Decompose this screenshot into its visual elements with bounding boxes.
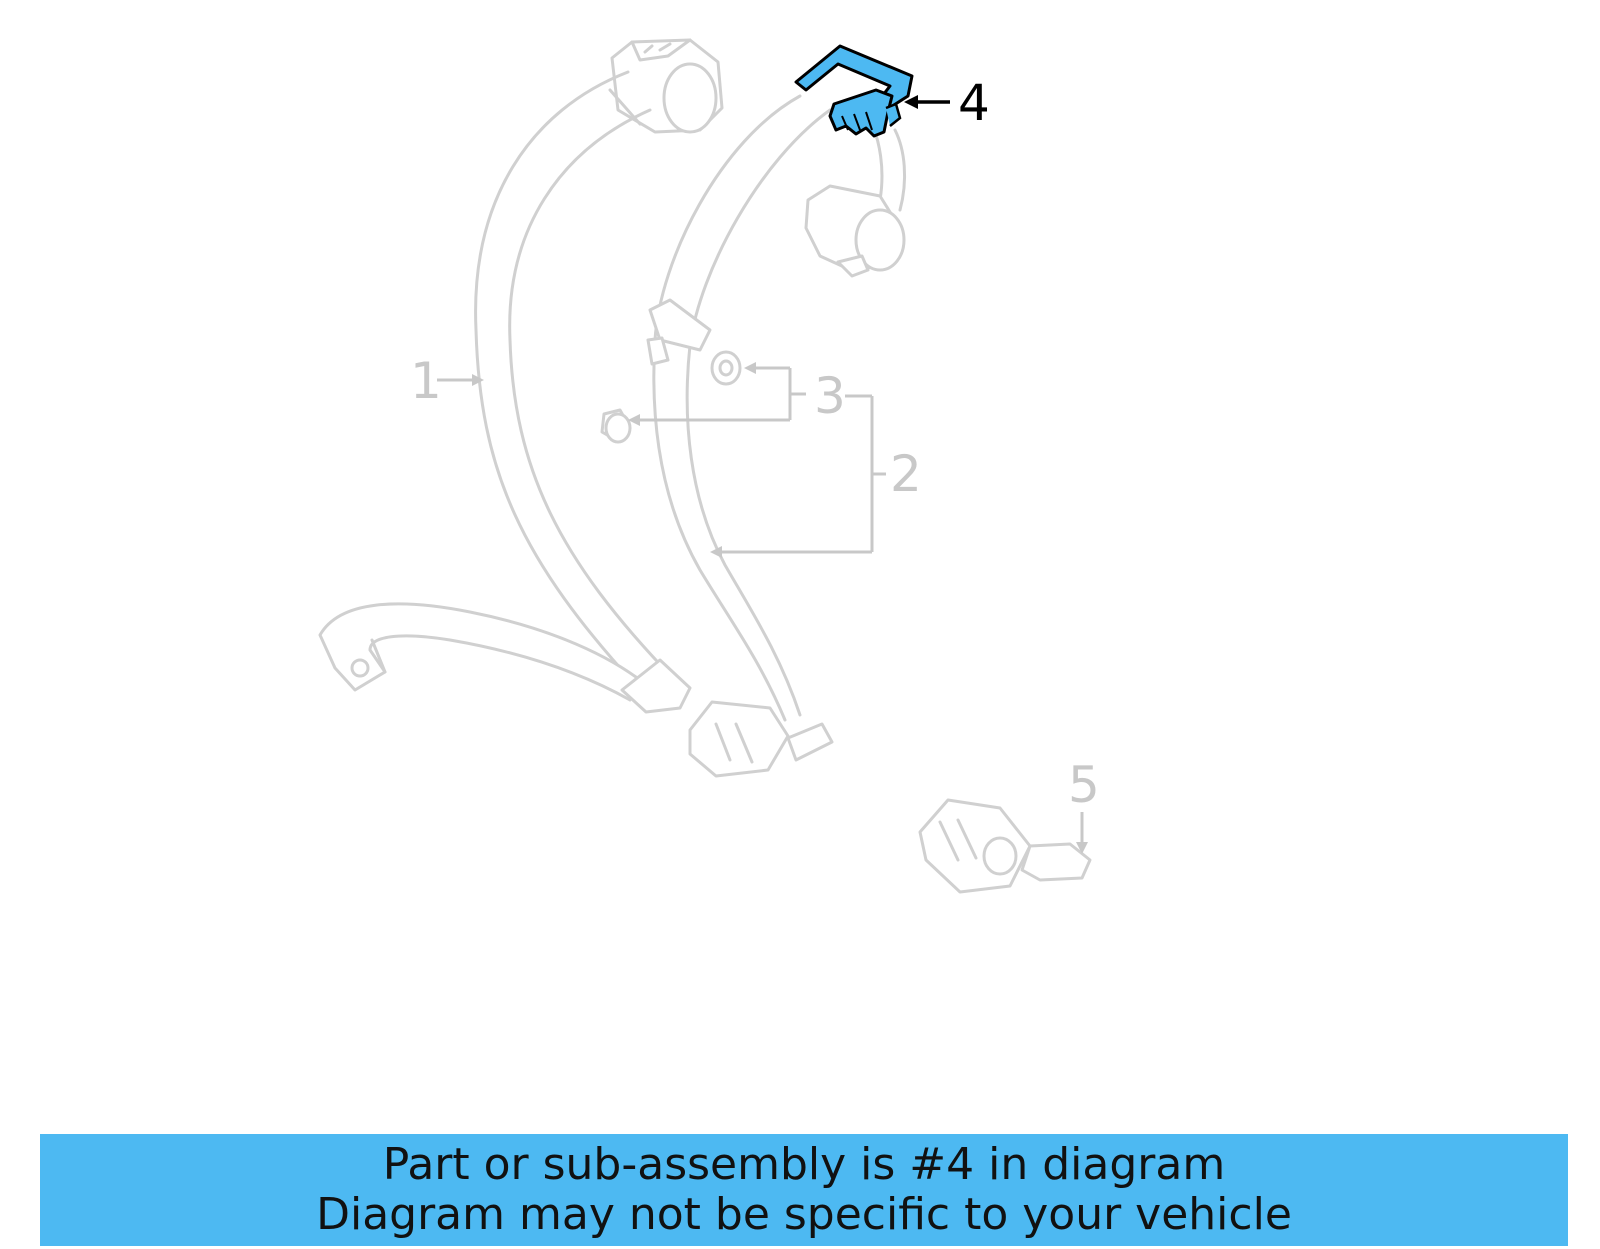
- part-2-seat-belt: [646, 94, 907, 778]
- part-4-guide-clip: [794, 44, 914, 138]
- callout-4: 4: [958, 74, 990, 132]
- part-5-buckle: [918, 798, 1092, 894]
- part-3-fasteners: [600, 350, 742, 444]
- banner-line-part: Part or sub-assembly is #4 in diagram: [382, 1139, 1226, 1190]
- arrow-head-4: [904, 95, 918, 109]
- leader-lines: [437, 95, 1088, 854]
- arrow-head-5: [1076, 842, 1088, 854]
- arrow-head-3b: [628, 414, 640, 426]
- info-banner: Part or sub-assembly is #4 in diagram Di…: [40, 1134, 1568, 1246]
- arrow-head-1: [472, 374, 484, 386]
- callout-1: 1: [410, 352, 442, 410]
- callout-2: 2: [890, 445, 922, 503]
- callout-5: 5: [1068, 756, 1100, 814]
- arrow-head-3a: [744, 362, 756, 374]
- arrow-head-2: [710, 546, 722, 558]
- banner-line-disclaimer: Diagram may not be specific to your vehi…: [316, 1189, 1292, 1240]
- callout-3: 3: [814, 367, 846, 425]
- part-1-seat-belt: [318, 38, 724, 714]
